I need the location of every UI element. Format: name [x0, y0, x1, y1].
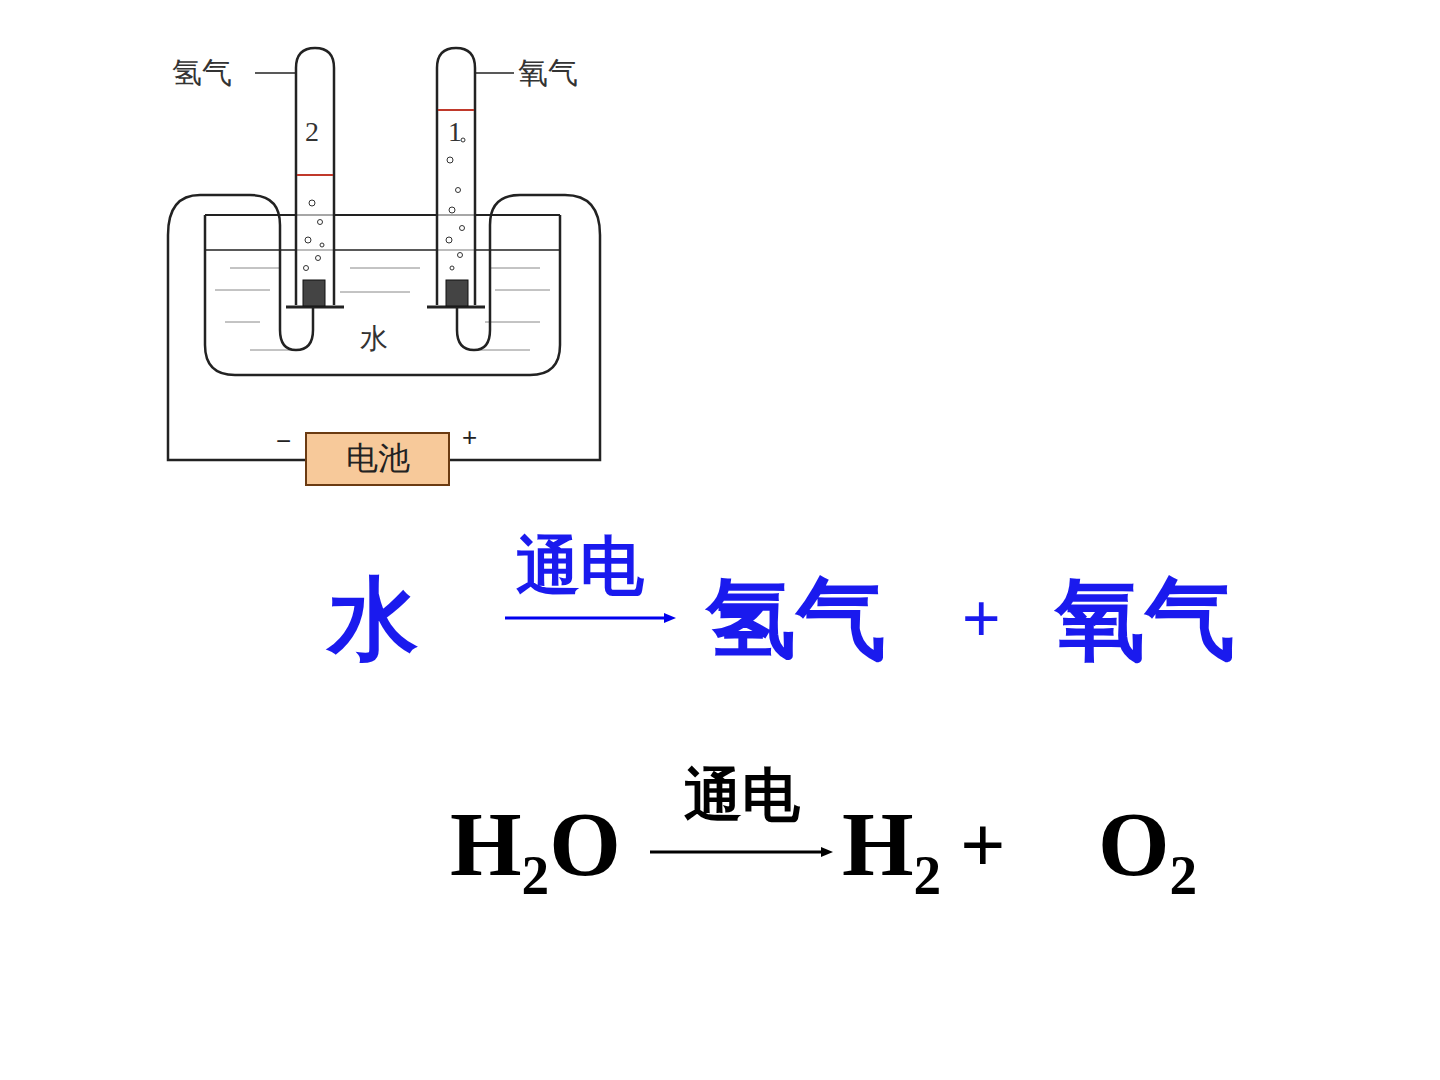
word-equation: 氧气 [1055, 574, 1235, 664]
plus-sign: + [962, 585, 1001, 651]
word-equation: 水 [328, 574, 418, 664]
trough-rim [205, 214, 560, 216]
cathode [303, 280, 325, 306]
word-equation: 氢气 [706, 574, 886, 664]
terminal-sign: + [462, 424, 477, 450]
water-label: 水 [360, 325, 388, 353]
condition-label: 通电 [516, 534, 644, 598]
condition-label: 通电 [684, 766, 800, 824]
anode [446, 280, 468, 306]
gas-label: 氢气 [172, 58, 232, 88]
plus-sign: + [960, 805, 1006, 885]
reaction-arrow [650, 851, 824, 854]
reaction-arrow [505, 617, 668, 620]
leader-line [476, 72, 514, 74]
gas-label: 氧气 [518, 58, 578, 88]
terminal-sign: − [276, 428, 291, 454]
callout-number: 2 [305, 118, 319, 146]
oxygen-tube [437, 48, 475, 305]
chemical-formula: H₂ [842, 798, 941, 890]
arrow-head [664, 613, 676, 623]
arrow-head [821, 847, 833, 857]
gas-bubbles [304, 138, 466, 271]
hydrogen-tube [296, 48, 334, 305]
leader-line [255, 72, 295, 74]
battery-box: 电池 [305, 432, 450, 486]
wire-negative [168, 195, 313, 460]
callout-number: 1 [448, 118, 462, 146]
gas-level-mark [297, 174, 333, 176]
water-surface [205, 249, 560, 251]
water-trough [205, 215, 560, 375]
chemical-formula: O₂ [1098, 798, 1197, 890]
battery-label: 电池 [346, 437, 410, 481]
gas-level-mark [438, 109, 474, 111]
chemical-formula: H₂O [450, 798, 621, 890]
